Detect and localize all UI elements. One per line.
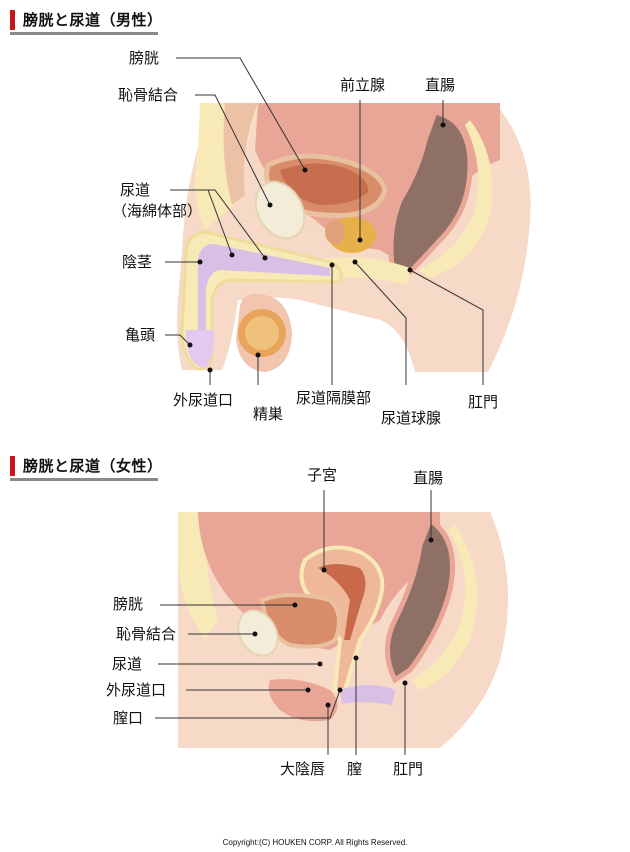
male-label-external-urethral-orifice: 外尿道口	[173, 391, 234, 409]
male-label-urethra: 尿道	[120, 181, 151, 199]
male-rectum-shape	[388, 109, 473, 275]
female-section-title: 膀胱と尿道（女性）	[10, 456, 163, 476]
male-label-prostate: 前立腺	[340, 76, 386, 94]
female-section-rule	[10, 478, 158, 481]
male-section-rule	[10, 32, 158, 35]
male-label-membranous-urethra: 尿道隔膜部	[296, 389, 372, 407]
male-label-penis: 陰茎	[122, 253, 153, 271]
male-label-rectum: 直腸	[425, 76, 456, 94]
leader-lines	[155, 57, 484, 755]
male-label-glans: 亀頭	[125, 326, 156, 344]
female-pubic-bone-shape	[237, 609, 279, 657]
male-section-title: 膀胱と尿道（男性）	[10, 10, 163, 30]
male-urethra-shape	[198, 244, 330, 358]
male-label-pubic-symphysis: 恥骨結合	[118, 86, 179, 104]
male-label-bulbourethral-gland: 尿道球腺	[381, 409, 442, 427]
female-label-pubic-symphysis: 恥骨結合	[116, 625, 177, 643]
leader-dots	[187, 122, 446, 708]
male-pubic-bone-shape	[254, 180, 306, 240]
female-label-anus: 肛門	[393, 760, 424, 778]
male-diagram	[177, 103, 531, 372]
female-label-bladder: 膀胱	[113, 595, 144, 613]
female-label-vagina: 膣	[347, 760, 363, 778]
female-label-labia-majora: 大陰唇	[280, 760, 326, 778]
female-diagram	[178, 512, 508, 748]
female-label-rectum: 直腸	[413, 469, 444, 487]
male-label-testis: 精巣	[253, 405, 284, 423]
female-label-external-urethral-orifice: 外尿道口	[106, 681, 167, 699]
female-label-uterus: 子宮	[307, 466, 338, 484]
female-label-vaginal-orifice: 膣口	[113, 709, 144, 727]
male-label-anus: 肛門	[468, 393, 499, 411]
female-label-urethra: 尿道	[112, 655, 143, 673]
male-label-bladder: 膀胱	[129, 49, 160, 67]
male-label-urethra-sub: （海綿体部）	[112, 202, 203, 220]
female-rectum-shape	[385, 516, 455, 684]
female-bladder-shape	[259, 593, 341, 649]
copyright-notice: Copyright:(C) HOUKEN CORP. All Rights Re…	[222, 838, 408, 847]
